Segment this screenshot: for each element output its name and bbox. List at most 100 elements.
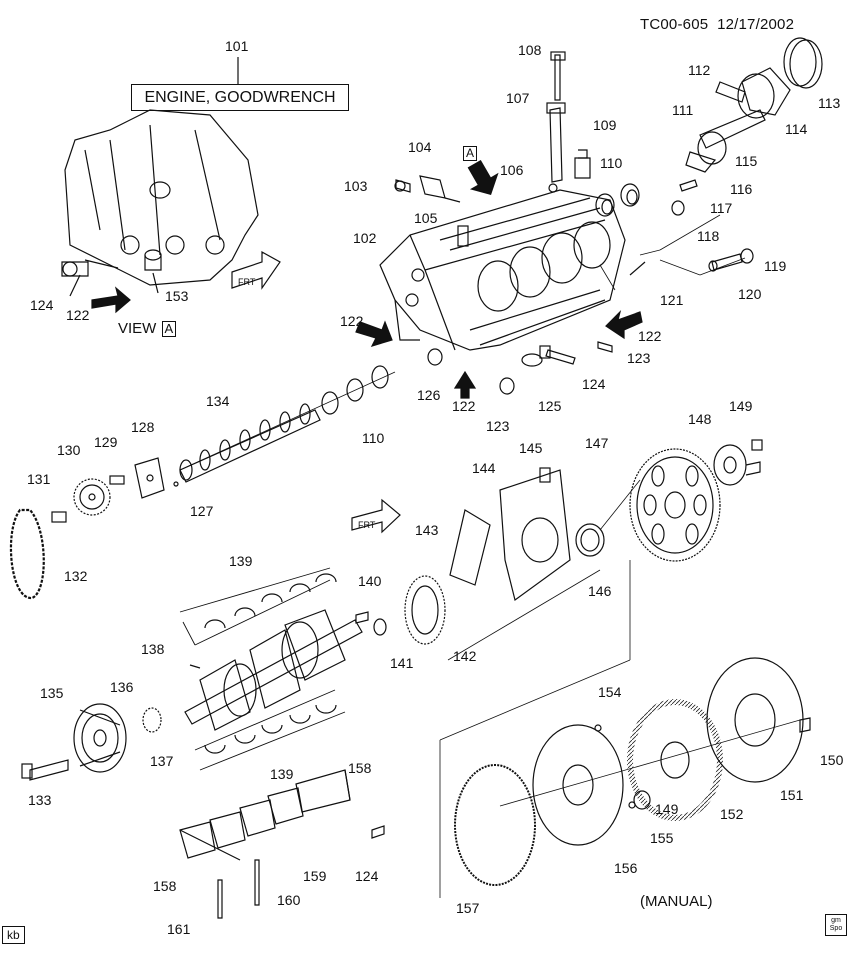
- callout-149-b: 149: [655, 801, 679, 817]
- callout-126: 126: [417, 387, 441, 403]
- callout-110-mid: 110: [362, 430, 385, 446]
- callout-108: 108: [518, 42, 542, 58]
- callout-141: 141: [390, 655, 414, 671]
- callout-139-bottom: 139: [270, 766, 294, 782]
- block-top-sensors: [394, 51, 591, 203]
- callout-117: 117: [710, 200, 733, 216]
- ring-gear: [454, 764, 536, 886]
- view-a-block-detail: [61, 109, 259, 286]
- callout-122-b: 122: [340, 313, 364, 329]
- callout-122-a: 122: [66, 307, 90, 323]
- clutch-disc: [627, 699, 723, 821]
- view-text: VIEW: [118, 320, 157, 337]
- manual-note: (MANUAL): [640, 893, 713, 910]
- callout-101: 101: [225, 38, 249, 54]
- reluctor-wheel: [404, 575, 446, 645]
- frt-arrow-top: FRT: [231, 250, 281, 290]
- callout-140: 140: [358, 573, 382, 589]
- callout-116: 116: [730, 181, 753, 197]
- callout-150: 150: [820, 752, 844, 768]
- flywheel: [532, 724, 624, 846]
- arrow-122-c: [605, 310, 643, 340]
- callout-120: 120: [738, 286, 762, 302]
- callout-135: 135: [40, 685, 64, 701]
- callout-113: 113: [818, 95, 841, 111]
- callout-154: 154: [598, 684, 622, 700]
- timing-chain: [9, 508, 45, 600]
- callout-103: 103: [344, 178, 368, 194]
- arrow-122-a: [91, 286, 131, 314]
- callout-142: 142: [453, 648, 477, 664]
- callout-127: 127: [190, 503, 214, 519]
- camshaft: [179, 403, 321, 483]
- callout-156: 156: [614, 860, 638, 876]
- callout-118: 118: [697, 228, 720, 244]
- callout-139-top: 139: [229, 553, 253, 569]
- flexplate: [629, 448, 721, 562]
- callout-159: 159: [303, 868, 327, 884]
- callout-157: 157: [456, 900, 480, 916]
- diagram-code: TC00-605: [640, 16, 709, 33]
- callout-133: 133: [28, 792, 52, 808]
- callout-146: 146: [588, 583, 612, 599]
- corner-tag: kb: [2, 926, 25, 944]
- callout-147: 147: [585, 435, 609, 451]
- crank-balancer: [73, 703, 127, 773]
- engine-block: [379, 189, 626, 351]
- callout-134: 134: [206, 393, 230, 409]
- diagram-date: 12/17/2002: [717, 16, 795, 33]
- callout-119: 119: [764, 258, 787, 274]
- callout-144: 144: [472, 460, 496, 476]
- callout-161: 161: [167, 921, 191, 937]
- callout-110-top: 110: [600, 155, 623, 171]
- callout-112: 112: [688, 62, 711, 78]
- frt-arrow-mid: FRT: [351, 498, 401, 534]
- callout-121: 121: [660, 292, 684, 308]
- callout-124-a: 124: [30, 297, 54, 313]
- svg-text:FRT: FRT: [358, 520, 376, 530]
- gm-spo-logo: gm Spo: [825, 914, 847, 936]
- view-a-label: VIEW A: [118, 320, 177, 337]
- callout-109: 109: [593, 117, 617, 133]
- thrust-plate: [134, 457, 165, 499]
- callout-129: 129: [94, 434, 118, 450]
- arrow-122-b: [355, 320, 393, 347]
- callout-136: 136: [110, 679, 134, 695]
- callout-125: 125: [538, 398, 562, 414]
- arrow-122-d: [453, 370, 477, 399]
- callout-151: 151: [780, 787, 804, 803]
- gm-logo-line1: gm: [831, 917, 841, 924]
- arrow-a: [467, 159, 499, 195]
- callout-155: 155: [650, 830, 674, 846]
- callout-153: 153: [165, 288, 189, 304]
- callout-107: 107: [506, 90, 530, 106]
- main-bearing-caps: [179, 769, 351, 861]
- callout-131: 131: [27, 471, 51, 487]
- pressure-plate: [706, 657, 804, 783]
- callout-124-c: 124: [355, 868, 379, 884]
- main-bearings-lower: [204, 704, 337, 754]
- callout-137: 137: [150, 753, 174, 769]
- callout-138: 138: [141, 641, 165, 657]
- callout-158-b: 158: [153, 878, 177, 894]
- gasket: [449, 509, 491, 586]
- callout-115: 115: [735, 153, 758, 169]
- callout-148: 148: [688, 411, 712, 427]
- main-bearings-upper: [204, 573, 337, 629]
- engine-title-box: ENGINE, GOODWRENCH: [131, 84, 349, 111]
- callout-122-d: 122: [452, 398, 476, 414]
- callout-145: 145: [519, 440, 543, 456]
- callout-149-a: 149: [729, 398, 753, 414]
- callout-124-b: 124: [582, 376, 606, 392]
- callout-158-a: 158: [348, 760, 372, 776]
- callout-160: 160: [277, 892, 301, 908]
- callout-a-arrow: A: [463, 146, 478, 161]
- callout-122-c: 122: [638, 328, 662, 344]
- piston-assembly: [671, 37, 823, 216]
- svg-text:FRT: FRT: [238, 277, 256, 287]
- cam-sprocket: [73, 478, 111, 516]
- callout-114: 114: [785, 121, 808, 137]
- callout-128: 128: [131, 419, 155, 435]
